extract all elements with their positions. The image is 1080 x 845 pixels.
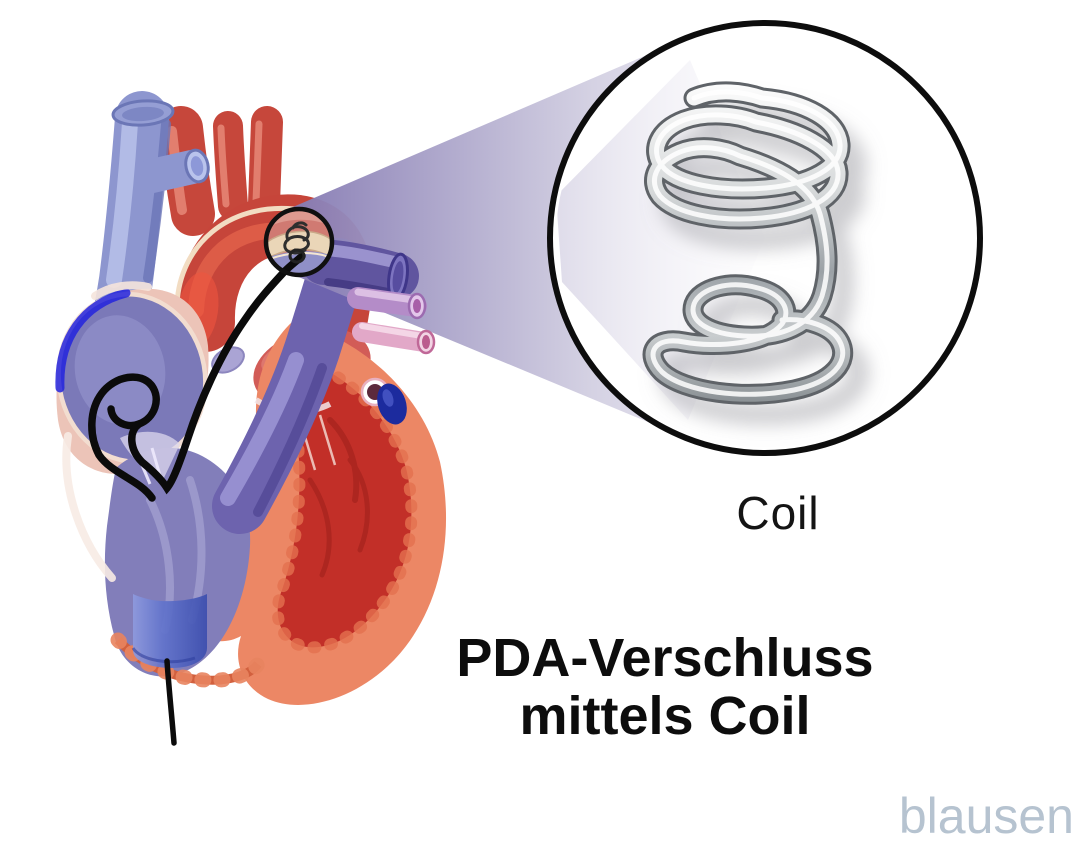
page-title: PDA-Verschluss mittels Coil	[400, 629, 930, 745]
coil-illustration	[642, 81, 854, 405]
magnifier-ring	[547, 20, 983, 456]
pulmonary-vessels-right	[301, 239, 436, 425]
mini-coil	[283, 221, 310, 264]
coronary-sinus-highlight	[382, 389, 394, 407]
coil-label: Coil	[736, 487, 820, 539]
pulmonary-vein-upper	[347, 287, 427, 320]
pda-site-marker	[263, 206, 335, 278]
inferior-vena-cava	[131, 594, 207, 668]
pulmonary-artery-right-branch	[301, 239, 419, 302]
pulmonary-artery	[212, 238, 366, 534]
caption-line-1: PDA-Verschluss	[456, 628, 874, 688]
brand-logo: blausen	[898, 788, 1074, 844]
pulmonary-vein-lower	[352, 322, 436, 355]
coil-wire-highlight	[650, 89, 846, 397]
heart-left-wall-highlight	[62, 432, 116, 582]
magnifier-circle	[547, 20, 983, 456]
caption-line-2: mittels Coil	[519, 686, 811, 746]
